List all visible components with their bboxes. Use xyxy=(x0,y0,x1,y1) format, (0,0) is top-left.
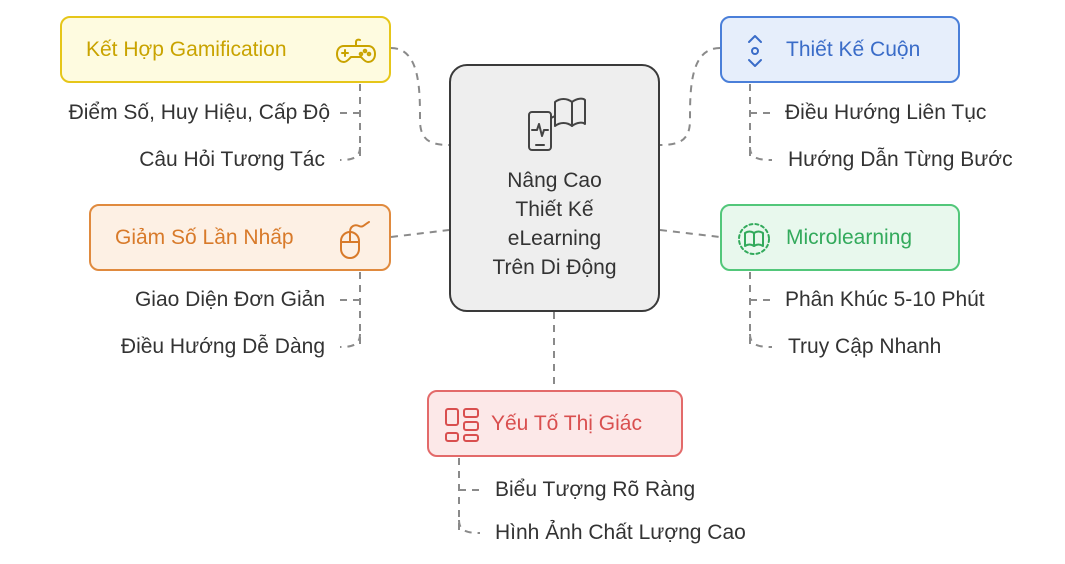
branch-microlearning-title: Microlearning xyxy=(786,225,913,249)
gamification-item-1: Điểm Số, Huy Hiệu, Cấp Độ xyxy=(68,101,330,124)
gamepad-icon xyxy=(336,38,376,63)
branch-reduce-clicks-title: Giảm Số Lần Nhấp xyxy=(115,225,294,249)
microlearning-item-1: Phân Khúc 5-10 Phút xyxy=(785,288,985,311)
scroll-item-1: Điều Hướng Liên Tục xyxy=(785,101,987,124)
layout-grid-icon xyxy=(445,408,479,442)
branch-microlearning: Microlearning xyxy=(720,204,960,271)
clicks-item-2: Điều Hướng Dễ Dàng xyxy=(120,335,325,358)
visual-item-1: Biểu Tượng Rõ Ràng xyxy=(495,478,696,501)
gamification-item-2: Câu Hỏi Tương Tác xyxy=(139,148,325,171)
branch-scroll-design-title: Thiết Kế Cuộn xyxy=(786,37,921,61)
book-cycle-icon xyxy=(738,223,770,255)
branch-visual-elements: Yếu Tố Thị Giác xyxy=(427,390,683,457)
mobile-book-icon xyxy=(528,97,586,151)
branch-visual-elements-title: Yếu Tố Thị Giác xyxy=(491,411,642,435)
branch-gamification-title: Kết Hợp Gamification xyxy=(86,37,287,61)
scroll-arrows-icon xyxy=(748,35,762,67)
central-topic-title: Nâng Cao Thiết Kế eLearning Trên Di Động xyxy=(492,169,617,279)
central-topic-node: Nâng Cao Thiết Kế eLearning Trên Di Động xyxy=(449,64,660,312)
mouse-icon xyxy=(340,221,370,259)
scroll-item-2: Hướng Dẫn Từng Bước xyxy=(788,148,1013,171)
clicks-item-1: Giao Diện Đơn Giản xyxy=(134,288,325,311)
branch-gamification: Kết Hợp Gamification xyxy=(60,16,391,83)
branch-scroll-design: Thiết Kế Cuộn xyxy=(720,16,960,83)
branch-reduce-clicks: Giảm Số Lần Nhấp xyxy=(89,204,391,271)
visual-item-2: Hình Ảnh Chất Lượng Cao xyxy=(495,521,746,544)
microlearning-item-2: Truy Cập Nhanh xyxy=(788,335,942,358)
